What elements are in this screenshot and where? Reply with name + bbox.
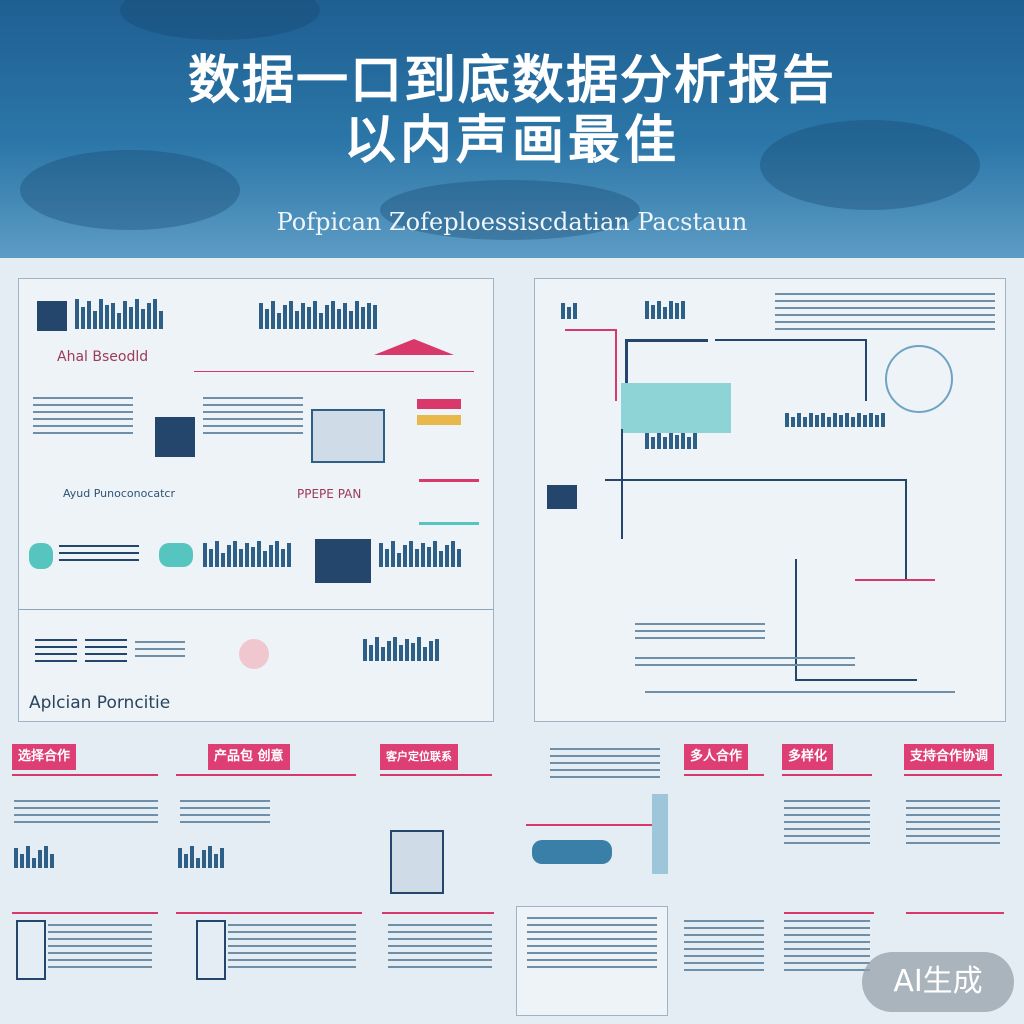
text-rows (14, 800, 158, 828)
card: 客户定位联系 (380, 740, 494, 900)
bottom-underline (906, 912, 1004, 914)
panel-top-right (534, 278, 1006, 722)
bottom-underline (382, 912, 494, 914)
card-underline (684, 774, 764, 776)
route-line (581, 429, 623, 539)
ring-icon (239, 639, 269, 669)
footer-label: Aplcian Porncitie (29, 693, 171, 713)
tower-icon (652, 794, 668, 874)
panel-top-left: Ahal Bseodld Ayud Punoconocatcr PPEPE PA… (18, 278, 494, 722)
text-rows (527, 917, 657, 973)
route-line (795, 559, 917, 681)
text-rows (906, 800, 1000, 849)
panel-bottom-middle (516, 906, 668, 1016)
caption: Ayud Punoconocatcr (63, 487, 176, 500)
chart-icon (159, 543, 193, 567)
text-rows (59, 545, 139, 566)
card-tag: 多人合作 (684, 744, 749, 770)
text-rows (784, 920, 870, 976)
text-rows (135, 641, 185, 662)
text-rows (775, 293, 995, 335)
building-icon (390, 830, 444, 894)
banner-title-line1: 数据一口到底数据分析报告 (187, 51, 836, 111)
panel-heading: Ahal Bseodld (57, 349, 149, 365)
card: 选择合作 (10, 740, 160, 900)
text-rows (784, 800, 870, 849)
icon-block (547, 485, 577, 509)
arrow-shape (419, 479, 479, 525)
card (522, 740, 672, 900)
bar-cluster (259, 301, 377, 329)
roof-icon (374, 339, 454, 355)
route-line (565, 329, 617, 401)
card-tag: 产品包 创意 (208, 744, 290, 770)
island-shape (532, 840, 612, 864)
accent-block (417, 399, 461, 409)
header-icon-block (37, 301, 67, 331)
text-rows (635, 623, 765, 644)
bar-cluster (645, 301, 685, 319)
text-rows (684, 920, 764, 976)
bar-cluster (75, 299, 163, 329)
bottom-underline (176, 912, 362, 914)
building-icon (315, 539, 371, 583)
card-underline (12, 774, 158, 776)
text-rows (388, 924, 492, 973)
card-underline (782, 774, 872, 776)
bottom-underline (12, 912, 158, 914)
truck-icon (155, 417, 195, 457)
bottom-underline (784, 912, 874, 914)
grid-icon (16, 920, 46, 980)
bar-cluster (645, 433, 697, 449)
card-underline (526, 824, 666, 826)
bar-cluster (178, 846, 224, 868)
bar-cluster (561, 303, 577, 319)
text-rows (180, 800, 270, 828)
banner-subtitle: Pofpican Zofeploessiscdatian Pacstaun (276, 208, 748, 236)
divider (194, 371, 474, 372)
text-rows (85, 639, 127, 667)
tag-label: PPEPE PAN (297, 487, 362, 501)
route-line (605, 479, 907, 581)
text-rows (550, 748, 660, 783)
text-rows (33, 397, 133, 439)
header-banner: 数据一口到底数据分析报告 以内声画最佳 Pofpican Zofeploessi… (0, 0, 1024, 258)
text-rows (203, 397, 303, 439)
bar-cluster (203, 541, 291, 567)
route-line (715, 339, 867, 401)
chart-icon (29, 543, 53, 569)
card-tag: 支持合作协调 (904, 744, 995, 770)
building-icon (311, 409, 385, 463)
route-line (855, 579, 935, 641)
text-rows (228, 924, 356, 973)
bar-cluster (363, 637, 439, 661)
globe-icon (885, 345, 953, 413)
bar-cluster (379, 541, 461, 567)
card-tag: 多样化 (782, 744, 834, 770)
card-underline (380, 774, 492, 776)
text-rows (635, 657, 855, 671)
divider (19, 609, 493, 610)
card-underline (904, 774, 1002, 776)
card: 产品包 创意 (172, 740, 362, 900)
text-rows (35, 639, 77, 667)
banner-title-line2: 以内声画最佳 (343, 111, 680, 171)
route-line (625, 339, 708, 392)
bar-cluster (14, 846, 54, 868)
bar-cluster (785, 413, 885, 427)
card-tag: 选择合作 (12, 744, 77, 770)
text-rows (48, 924, 152, 973)
island-shape (621, 383, 731, 433)
text-rows (645, 691, 955, 698)
card-tag: 客户定位联系 (380, 744, 458, 770)
accent-block (417, 415, 461, 425)
ai-generated-badge: AI生成 (862, 952, 1014, 1012)
card-underline (176, 774, 356, 776)
grid-icon (196, 920, 226, 980)
